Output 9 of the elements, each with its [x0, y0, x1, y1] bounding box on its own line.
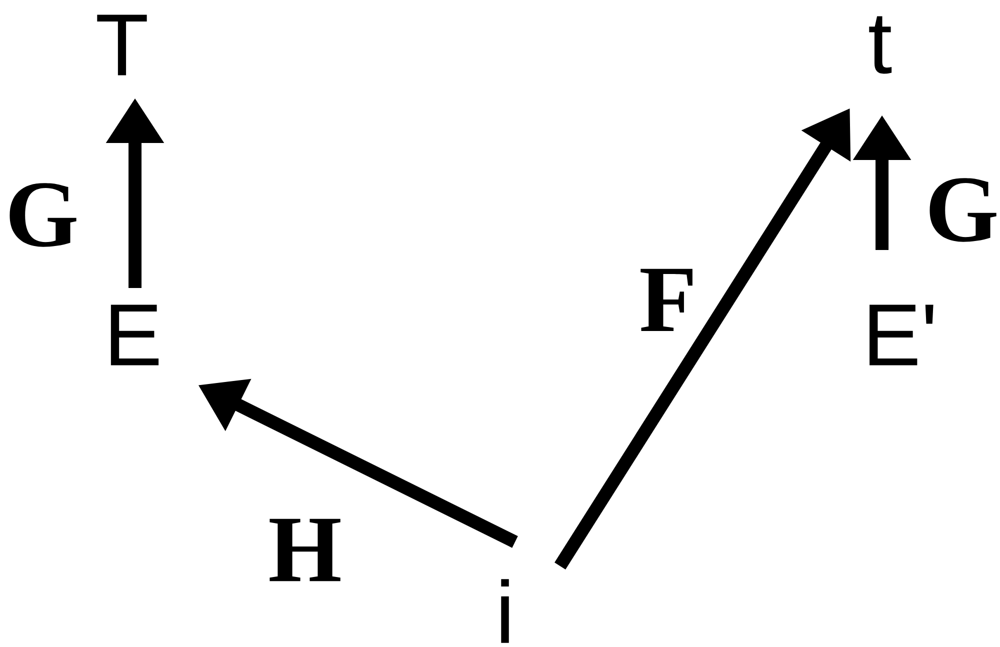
- letter-label: E: [110, 304, 159, 366]
- edge-label: F: [640, 268, 692, 332]
- letter-label: T: [97, 14, 147, 76]
- letter-label: t: [869, 16, 892, 74]
- letter-label: i: [501, 579, 509, 643]
- edge-label: G: [10, 183, 76, 247]
- edge-label: H: [270, 518, 340, 582]
- letter-label: E': [870, 304, 934, 366]
- edge-label: G: [930, 178, 996, 242]
